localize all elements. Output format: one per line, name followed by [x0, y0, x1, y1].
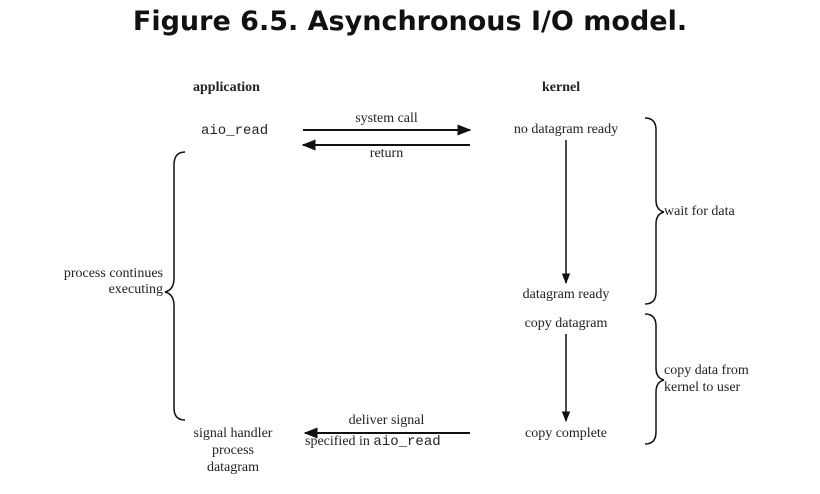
wait-for-data-label: wait for data	[664, 204, 735, 219]
specified-in-code: aio_read	[373, 434, 441, 450]
figure-title: Figure 6.5. Asynchronous I/O model.	[132, 6, 688, 37]
copy-data-brace	[644, 313, 665, 445]
system-call-label: system call	[355, 111, 418, 126]
wait-for-data-brace	[644, 117, 665, 305]
copy-complete-label: copy complete	[524, 426, 608, 441]
process-continues-label: process continues executing	[63, 266, 163, 297]
copy-datagram-label: copy datagram	[524, 316, 608, 331]
signal-handler-label: signal handler process datagram	[193, 426, 273, 475]
no-datagram-ready-label: no datagram ready	[513, 122, 619, 137]
process-continues-brace	[164, 151, 186, 421]
aio-read-call: aio_read	[201, 123, 269, 139]
return-label: return	[369, 146, 404, 161]
specified-in-label: specified in aio_read	[305, 434, 441, 450]
application-column-header: application	[193, 80, 260, 95]
deliver-signal-label: deliver signal	[348, 413, 425, 428]
datagram-ready-label: datagram ready	[522, 287, 610, 302]
kernel-column-header: kernel	[542, 80, 581, 95]
copy-data-label: copy data from kernel to user	[664, 363, 749, 395]
